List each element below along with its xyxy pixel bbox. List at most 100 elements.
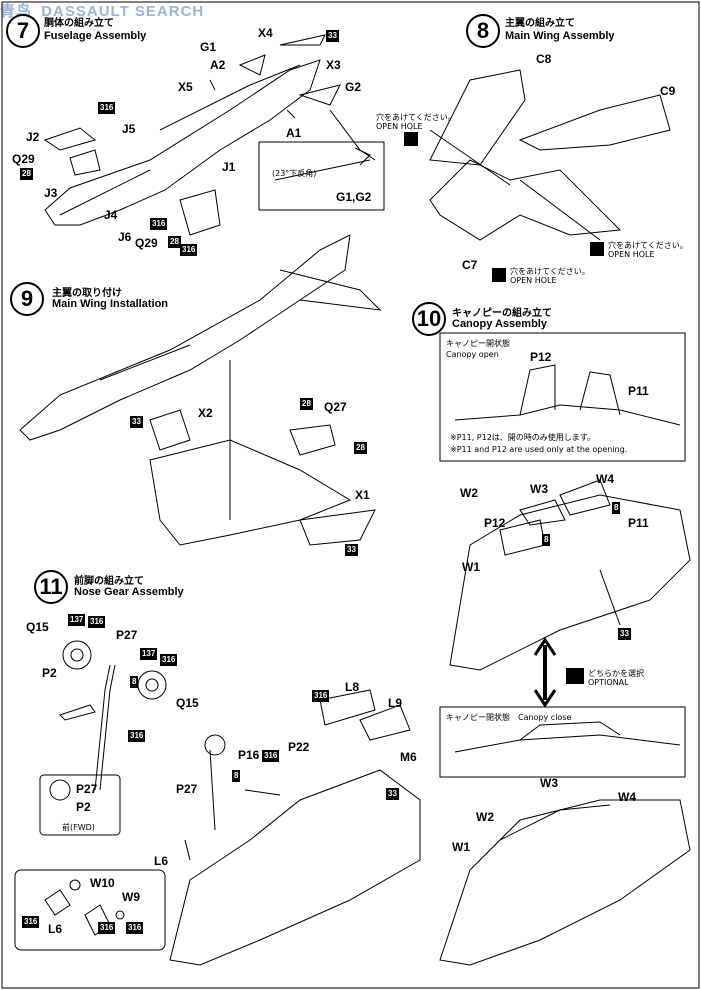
part-j4: J4 — [104, 208, 118, 222]
badge-316: 316 — [128, 730, 146, 742]
part-j6: J6 — [118, 230, 132, 244]
badge-137: 137 — [68, 614, 86, 626]
badge-28: 28 — [354, 442, 367, 454]
anhedral-note: (23°下反角) — [272, 169, 317, 178]
part-p27-b: P27 — [176, 782, 198, 796]
part-p27-c: P27 — [76, 782, 98, 796]
step-10-title-jp: キャノピーの組み立て — [452, 308, 552, 319]
badge-8: 8 — [542, 534, 551, 546]
part-j3: J3 — [44, 186, 58, 200]
badge-316: 316 — [160, 654, 178, 666]
badge-33: 33 — [618, 628, 631, 640]
badge-8: 8 — [232, 770, 241, 782]
badge-316: 316 — [262, 750, 280, 762]
open-hole-note-en: OPEN HOLE — [608, 250, 655, 259]
part-w10: W10 — [90, 876, 115, 890]
step-11-title-en: Nose Gear Assembly — [74, 586, 184, 598]
canopy-open-en: Canopy open — [446, 350, 499, 359]
optional-jp: どちらかを選択 — [588, 669, 644, 678]
step-7-title-en: Fuselage Assembly — [44, 30, 147, 42]
part-p12: P12 — [530, 350, 552, 364]
part-j2: J2 — [26, 130, 40, 144]
part-w2-b: W2 — [476, 810, 494, 824]
part-l9: L9 — [388, 696, 403, 710]
part-p11-b: P11 — [628, 516, 649, 530]
watermark-en: DASSAULT SEARCH — [41, 3, 205, 20]
part-p2-c: P2 — [76, 800, 91, 814]
part-g2: G2 — [345, 80, 362, 94]
step-7-number: 7 — [6, 14, 40, 48]
step-9-title-jp: 主翼の取り付け — [52, 288, 122, 299]
badge-33: 33 — [386, 788, 399, 800]
part-l6: L6 — [154, 854, 169, 868]
badge-316: 316 — [150, 218, 168, 230]
drill-icon — [590, 242, 604, 256]
fwd-label: 前(FWD) — [62, 823, 95, 832]
badge-8: 8 — [130, 676, 139, 688]
part-x4: X4 — [258, 26, 273, 40]
part-j1: J1 — [222, 160, 236, 174]
part-l6-b: L6 — [48, 922, 63, 936]
part-q29-b: Q29 — [135, 236, 158, 250]
canopy-note-jp: ※P11, P12は、開の時のみ使用します。 — [450, 433, 595, 442]
part-x1: X1 — [355, 488, 370, 502]
part-q27: Q27 — [324, 400, 347, 414]
step-8-title-jp: 主翼の組み立て — [505, 18, 575, 29]
part-p2: P2 — [42, 666, 57, 680]
part-x3: X3 — [326, 58, 341, 72]
part-w9: W9 — [122, 890, 140, 904]
badge-33: 33 — [326, 30, 339, 42]
step-11-number: 11 — [34, 570, 68, 604]
badge-28: 28 — [300, 398, 313, 410]
part-m6: M6 — [400, 750, 417, 764]
drill-icon — [404, 132, 418, 146]
badge-316: 316 — [88, 616, 106, 628]
part-j5: J5 — [122, 122, 136, 136]
step-8-title-en: Main Wing Assembly — [505, 30, 615, 42]
part-l8: L8 — [345, 680, 360, 694]
step-8-number: 8 — [466, 14, 500, 48]
drill-icon — [492, 268, 506, 282]
badge-316: 316 — [312, 690, 330, 702]
part-w4-b: W4 — [618, 790, 636, 804]
part-a1: A1 — [286, 126, 302, 140]
part-w1-b: W1 — [452, 840, 470, 854]
open-hole-note-jp: 穴をあけてください。 — [608, 241, 688, 250]
part-a2: A2 — [210, 58, 226, 72]
watermark: 青鸟 DASSAULT SEARCH — [0, 0, 204, 21]
part-p11: P11 — [628, 384, 649, 398]
badge-28: 28 — [168, 236, 181, 248]
canopy-close-label: キャノピー閉状態 Canopy close — [446, 713, 572, 722]
badge-33: 33 — [345, 544, 358, 556]
part-c9: C9 — [660, 84, 676, 98]
badge-316: 316 — [22, 916, 40, 928]
part-w4: W4 — [596, 472, 614, 486]
step-9-title-en: Main Wing Installation — [52, 298, 169, 310]
part-g1: G1 — [200, 40, 217, 54]
badge-316: 316 — [98, 922, 116, 934]
open-hole-note-jp: 穴をあけてください。 — [376, 113, 456, 122]
part-q29: Q29 — [12, 152, 35, 166]
badge-28: 28 — [20, 168, 33, 180]
badge-33: 33 — [130, 416, 143, 428]
open-hole-note-en: OPEN HOLE — [376, 122, 423, 131]
step-9-number: 9 — [10, 282, 44, 316]
step-10-number: 10 — [412, 302, 446, 336]
open-hole-note-en: OPEN HOLE — [510, 276, 557, 285]
step-7-title-jp: 胴体の組み立て — [44, 18, 114, 29]
part-q15: Q15 — [26, 620, 49, 634]
step-10-title-en: Canopy Assembly — [452, 318, 547, 330]
badge-137: 137 — [140, 648, 158, 660]
badge-316: 316 — [98, 102, 116, 114]
part-x2: X2 — [198, 406, 213, 420]
badge-316: 316 — [126, 922, 144, 934]
canopy-open-jp: キャノピー開状態 — [446, 339, 510, 348]
part-c8: C8 — [536, 52, 552, 66]
part-w2: W2 — [460, 486, 478, 500]
optional-icon — [566, 668, 584, 684]
part-p12-b: P12 — [484, 516, 506, 530]
part-p22: P22 — [288, 740, 310, 754]
part-p27: P27 — [116, 628, 138, 642]
part-w1: W1 — [462, 560, 480, 574]
